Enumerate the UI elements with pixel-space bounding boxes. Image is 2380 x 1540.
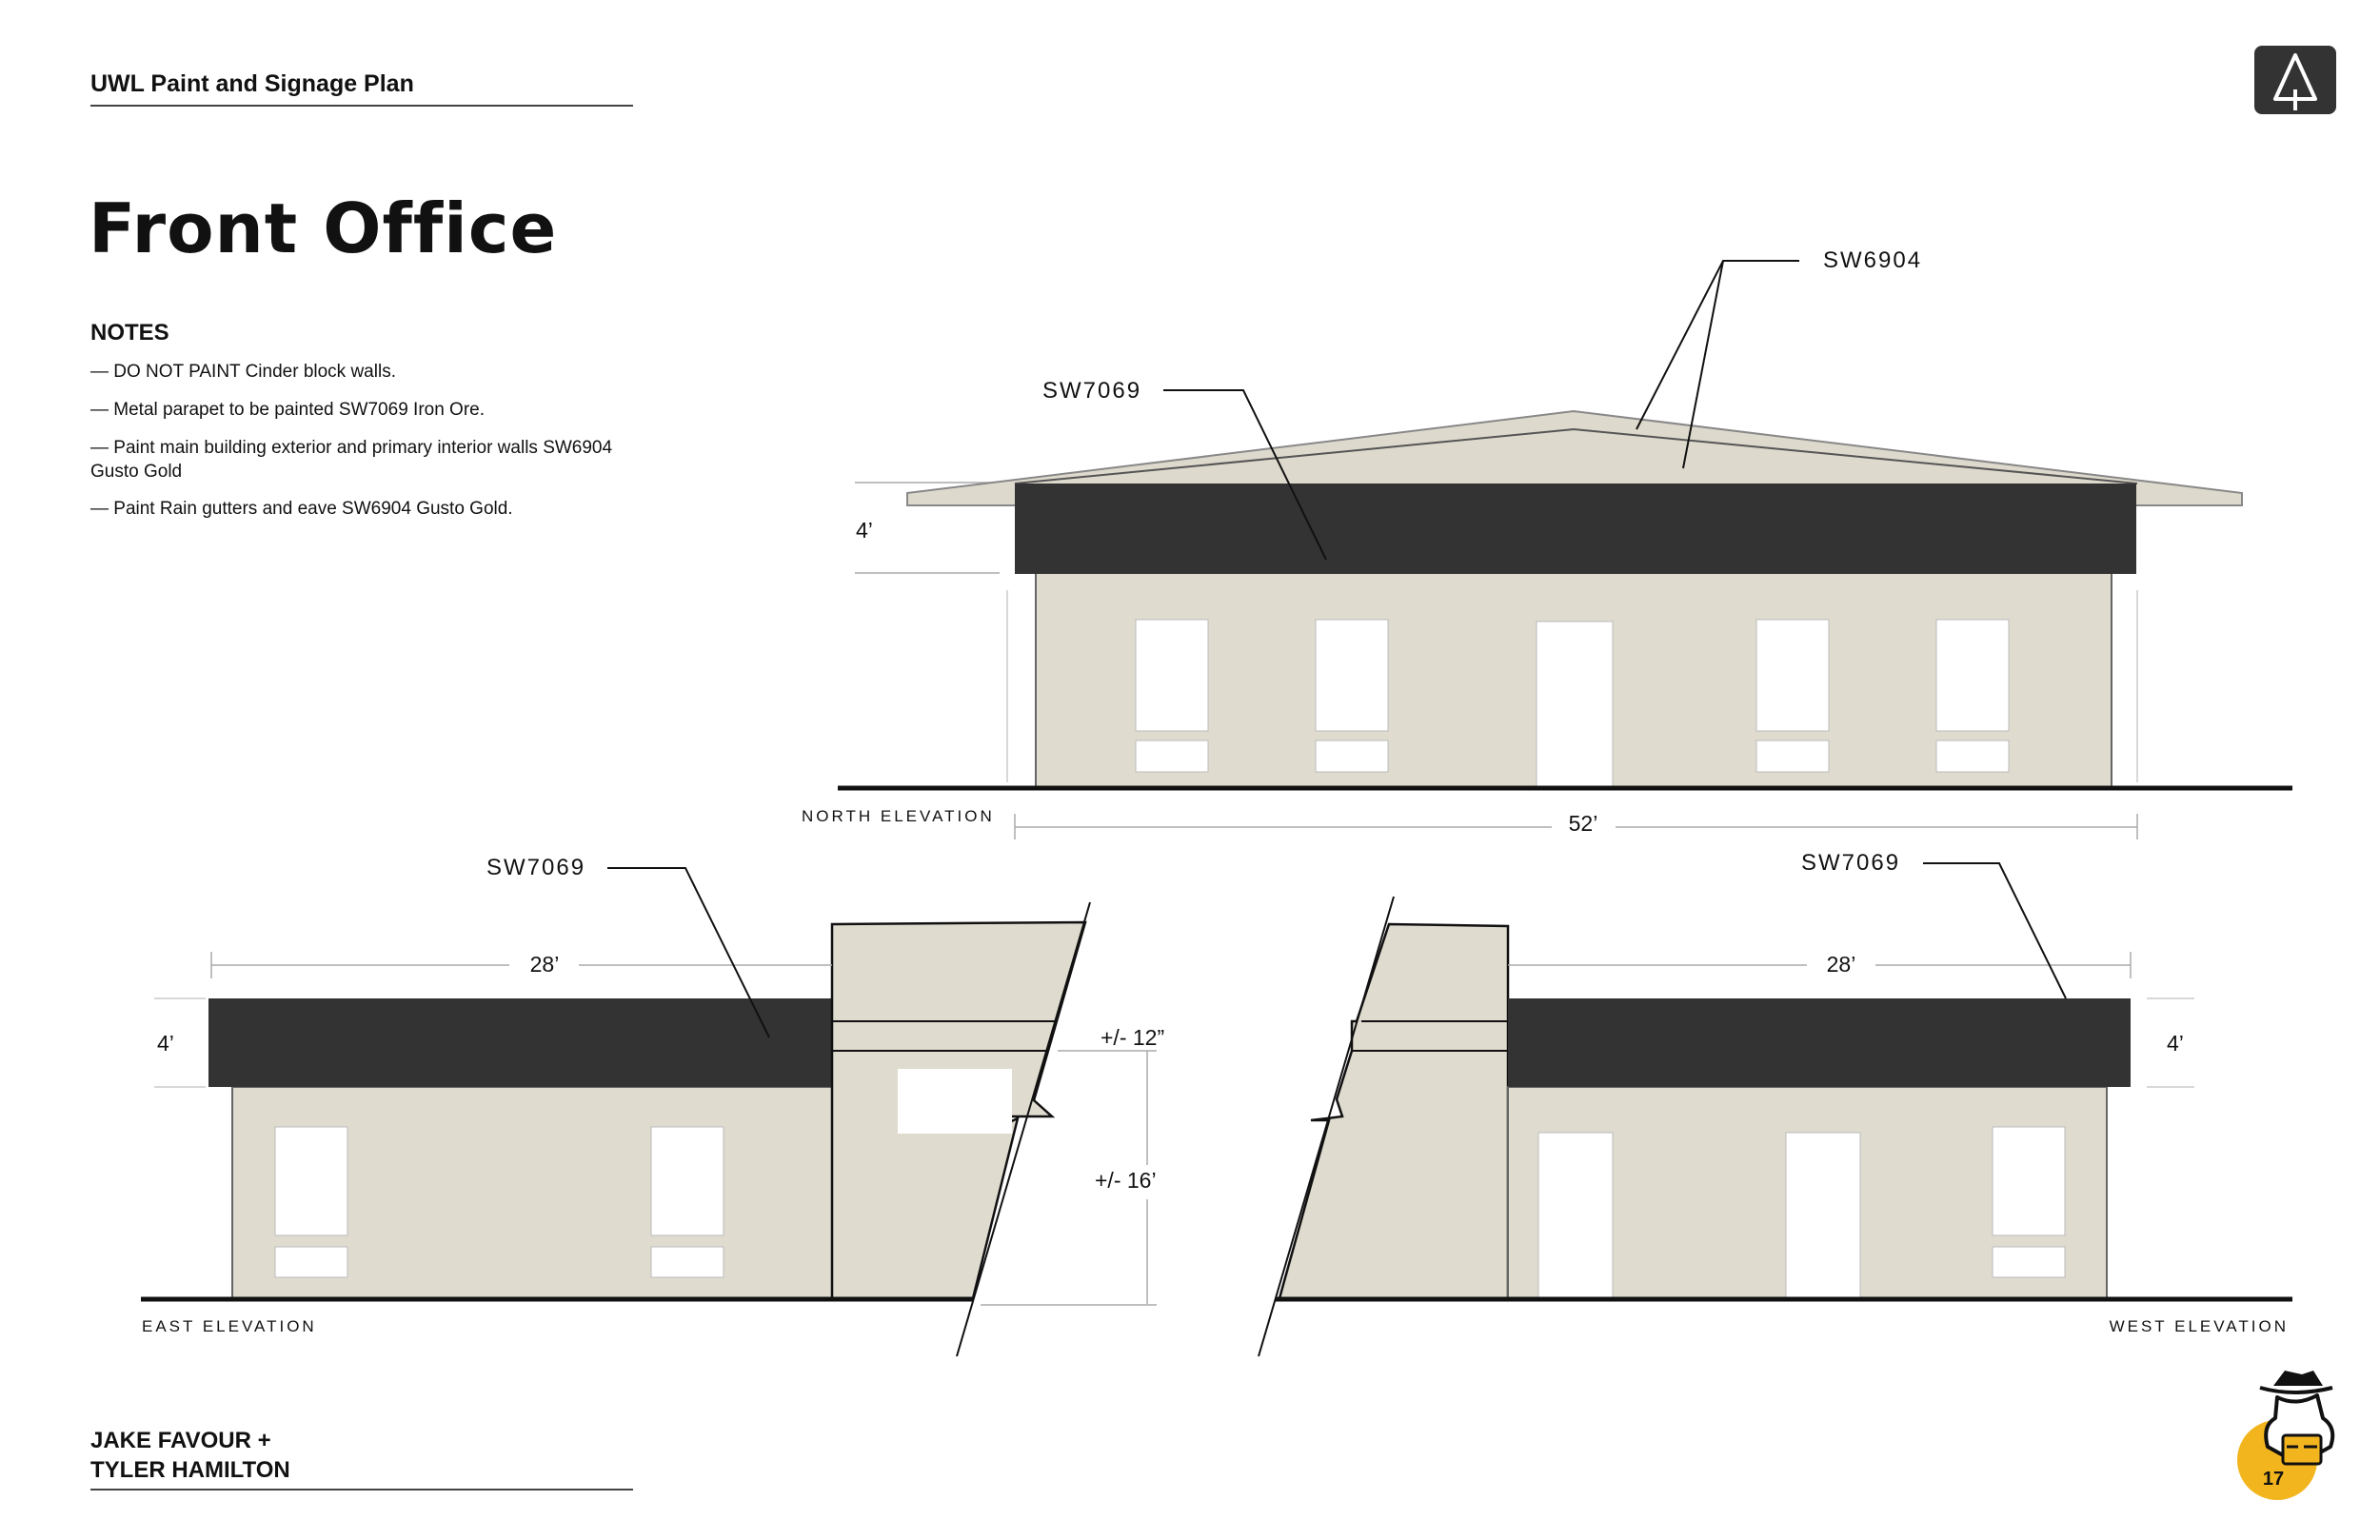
- east-dimension-16ft: +/- 16’: [1095, 1168, 1157, 1193]
- north-window: [1135, 619, 1209, 773]
- callout-leader: [1163, 389, 1327, 561]
- east-window: [650, 1126, 724, 1278]
- west-door: [1785, 1132, 1861, 1299]
- north-roof-eave: [906, 409, 2243, 506]
- footer-rule: [90, 1489, 633, 1491]
- west-callout-sw7069: SW7069: [1801, 850, 1900, 876]
- west-width-dimension: 28’: [1827, 952, 1856, 977]
- north-elevation: 52’ 4’ SW6904 SW7069 NORTH ELEVATION: [802, 247, 2292, 839]
- note-item: — Paint Rain gutters and eave SW6904 Gus…: [90, 499, 513, 519]
- east-section-opening: [898, 1069, 1012, 1134]
- note-item: — Paint main building exterior and prima…: [90, 438, 613, 482]
- callout-leader: [1923, 862, 2067, 999]
- east-dimension-12in: +/- 12”: [1101, 1025, 1164, 1050]
- page-badge: 17: [2237, 1371, 2335, 1500]
- footer-names: JAKE FAVOUR + TYLER HAMILTON: [90, 1426, 290, 1485]
- header-rule: [90, 105, 633, 107]
- north-parapet: [1015, 484, 2136, 574]
- east-parapet: [208, 998, 832, 1087]
- west-section-cut: [1278, 922, 1510, 1300]
- west-elevation-label: WEST ELEVATION: [2110, 1317, 2289, 1335]
- tree-logo-icon: [2254, 46, 2336, 114]
- west-break-line: [1258, 896, 1395, 1357]
- north-height-dimension: 4’: [856, 518, 873, 543]
- north-elevation-label: NORTH ELEVATION: [802, 807, 995, 825]
- west-door: [1537, 1132, 1614, 1299]
- north-window: [1935, 619, 2010, 773]
- north-callout-sw7069: SW7069: [1042, 378, 1141, 404]
- page-number: 17: [2263, 1469, 2284, 1490]
- footer-name-line: JAKE FAVOUR +: [90, 1428, 271, 1453]
- north-callout-sw6904: SW6904: [1823, 247, 1922, 273]
- east-elevation-label: EAST ELEVATION: [142, 1317, 317, 1335]
- note-item: — Metal parapet to be painted SW7069 Iro…: [90, 400, 486, 420]
- callout-leader: [607, 867, 770, 1038]
- page-title: Front Office: [89, 188, 558, 268]
- west-height-dimension: 4’: [2167, 1031, 2184, 1056]
- north-window: [1755, 619, 1830, 773]
- north-window: [1315, 619, 1389, 773]
- west-elevation: 28’ 4’ SW7069 WEST ELEVATION: [1258, 850, 2292, 1357]
- east-width-dimension: 28’: [530, 952, 560, 977]
- east-elevation: 28’ 4’ +/- 12” +/- 16’ SW7069 EAST ELEVA…: [141, 855, 1164, 1357]
- cowboy-mascot-icon: [2259, 1371, 2335, 1466]
- header-title: UWL Paint and Signage Plan: [90, 70, 414, 97]
- notes-heading: NOTES: [90, 320, 169, 346]
- note-item: — DO NOT PAINT Cinder block walls.: [90, 362, 396, 382]
- east-break-line: [956, 901, 1091, 1357]
- north-width-dimension: 52’: [1569, 811, 1598, 836]
- north-gutter-line: [1014, 427, 2138, 484]
- east-height-dimension: 4’: [157, 1031, 174, 1056]
- north-door: [1536, 621, 1614, 788]
- west-window: [1992, 1126, 2066, 1278]
- callout-leader: [1682, 260, 1724, 469]
- east-window: [274, 1126, 348, 1278]
- east-callout-sw7069: SW7069: [486, 855, 585, 880]
- west-parapet: [1508, 998, 2131, 1087]
- footer-name-line: TYLER HAMILTON: [90, 1457, 290, 1483]
